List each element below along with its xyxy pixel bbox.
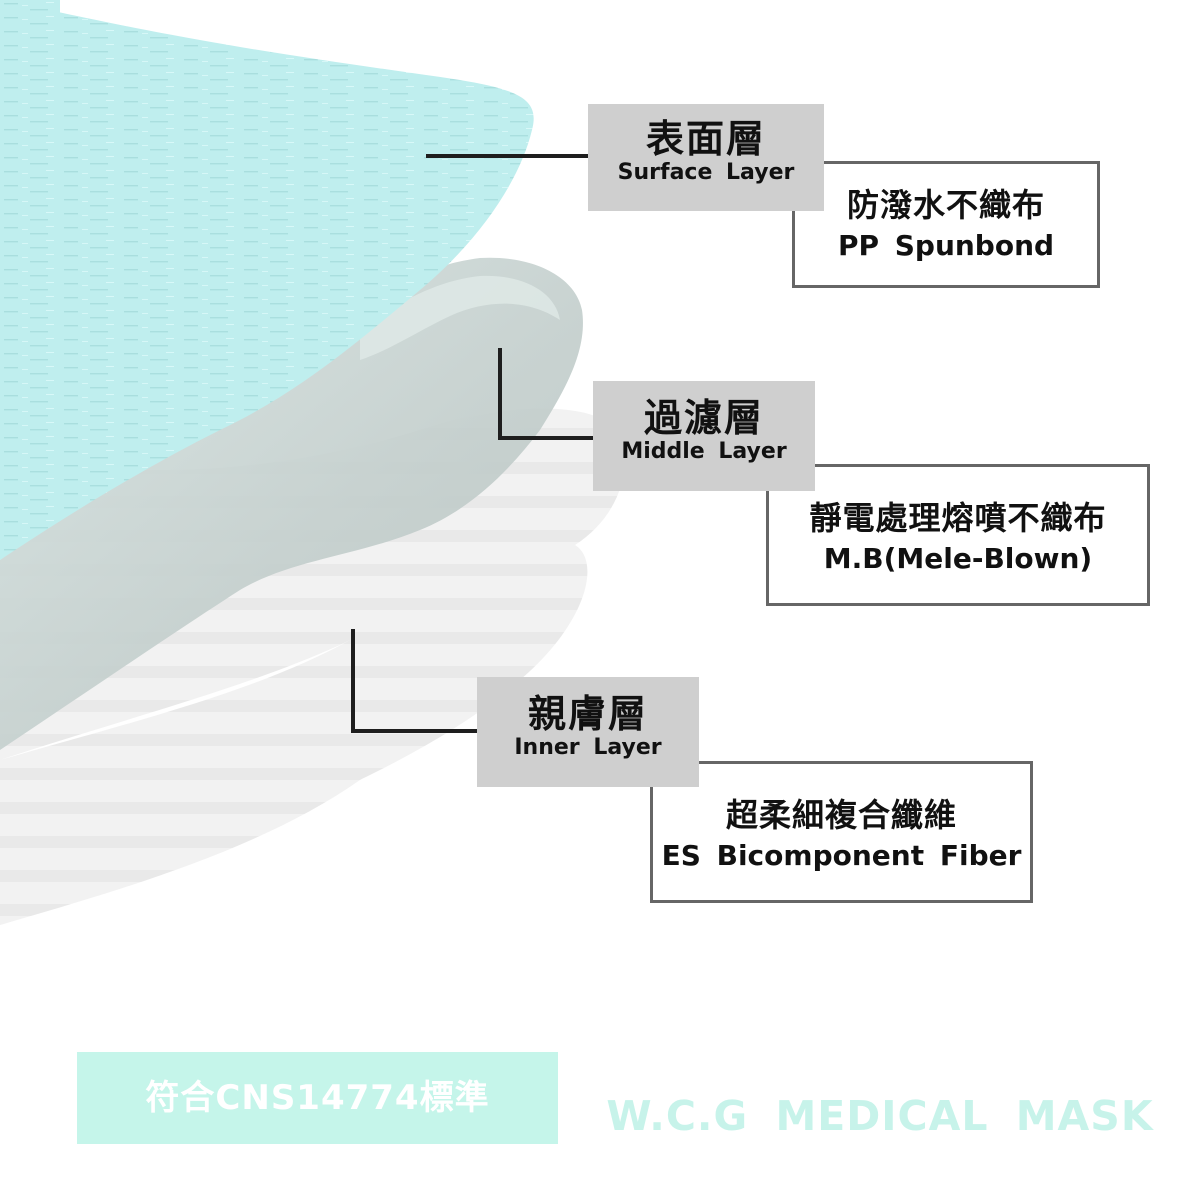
- surface-leader-line: [426, 154, 590, 158]
- surface-layer-title-zh: 表面層: [645, 117, 766, 161]
- middle-layer-highlight: [360, 275, 560, 360]
- middle-material-zh: 靜電處理熔噴不織布: [809, 499, 1107, 537]
- brand-name: W.C.G MEDICAL MASK: [606, 1092, 1154, 1140]
- surface-material-box: 防潑水不織布 PP Spunbond: [792, 161, 1100, 288]
- middle-leader-horizontal: [498, 436, 594, 440]
- inner-material-en: ES Bicomponent Fiber: [661, 839, 1022, 872]
- inner-leader-horizontal: [351, 729, 479, 733]
- inner-layer-lower: [0, 545, 588, 925]
- surface-material-en: PP Spunbond: [837, 229, 1055, 262]
- surface-layer-tag: 表面層 Surface Layer: [588, 104, 824, 211]
- middle-layer-fabric: [0, 257, 583, 750]
- middle-material-en: M.B(Mele-Blown): [823, 542, 1093, 575]
- middle-leader-vertical: [498, 348, 502, 440]
- certification-badge: 符合CNS14774標準: [77, 1052, 558, 1144]
- middle-layer-title-zh: 過濾層: [643, 396, 764, 440]
- inner-layer-title-en: Inner Layer: [514, 735, 662, 760]
- middle-layer-tag: 過濾層 Middle Layer: [593, 381, 815, 491]
- middle-material-box: 靜電處理熔噴不織布 M.B(Mele-Blown): [766, 464, 1150, 606]
- inner-material-box: 超柔細複合纖維 ES Bicomponent Fiber: [650, 761, 1033, 903]
- inner-material-zh: 超柔細複合纖維: [725, 796, 957, 834]
- middle-layer-title-en: Middle Layer: [621, 439, 787, 464]
- inner-layer-tag: 親膚層 Inner Layer: [477, 677, 699, 787]
- surface-layer-top: [0, 0, 60, 20]
- inner-layer-title-zh: 親膚層: [527, 692, 648, 736]
- surface-layer-fabric: [0, 0, 534, 560]
- inner-leader-vertical: [351, 629, 355, 733]
- surface-material-zh: 防潑水不織布: [846, 186, 1045, 224]
- surface-layer-title-en: Surface Layer: [617, 160, 795, 185]
